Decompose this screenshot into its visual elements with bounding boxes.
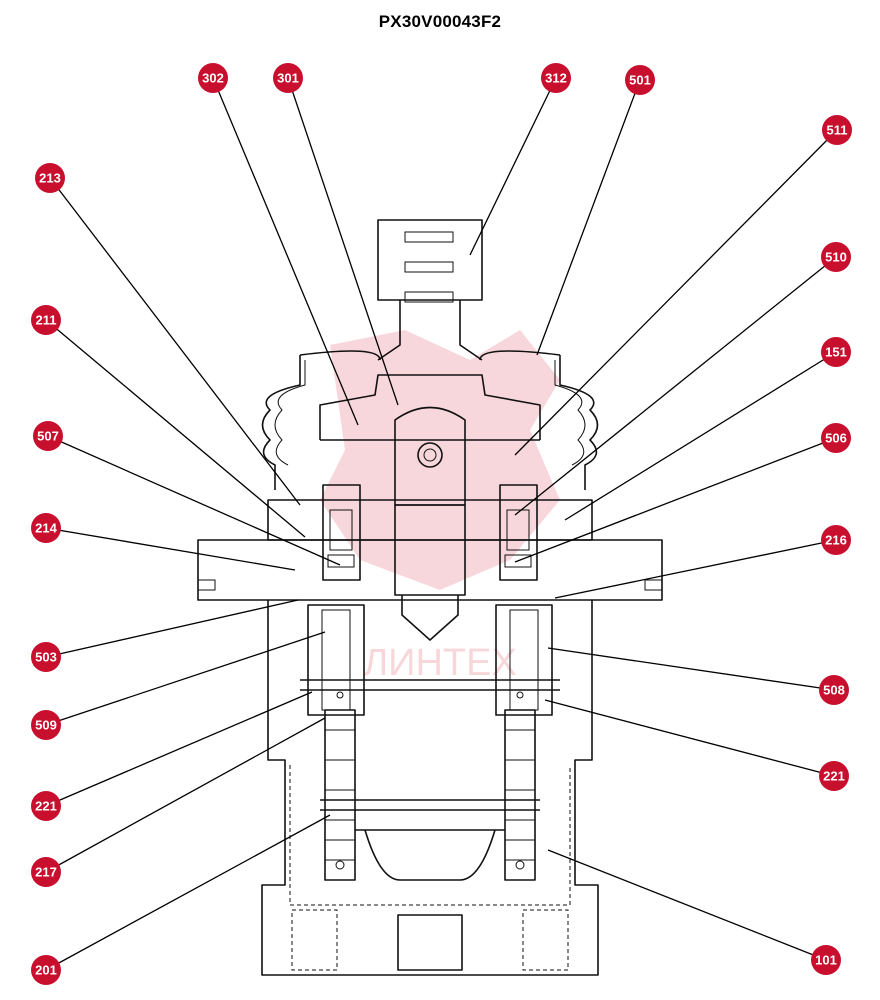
part-label: 101 [815, 953, 837, 968]
part-badge-312[interactable]: 312 [541, 63, 571, 93]
part-label: 151 [825, 345, 847, 360]
part-badge-501[interactable]: 501 [625, 65, 655, 95]
part-label: 221 [35, 799, 57, 814]
part-label: 501 [629, 73, 651, 88]
part-badge-510[interactable]: 510 [821, 242, 851, 272]
leader-lines [45, 77, 838, 971]
part-badge-201[interactable]: 201 [31, 955, 61, 985]
drawing-title: PX30V00043F2 [378, 12, 502, 31]
part-badge-213[interactable]: 213 [35, 163, 65, 193]
part-badge-211[interactable]: 211 [31, 305, 61, 335]
part-badge-503[interactable]: 503 [31, 642, 61, 672]
part-label: 302 [202, 71, 224, 86]
part-badge-301[interactable]: 301 [273, 63, 303, 93]
part-badge-509[interactable]: 509 [31, 710, 61, 740]
part-label: 510 [825, 250, 847, 265]
part-badge-214[interactable]: 214 [31, 513, 61, 543]
part-badge-506[interactable]: 506 [821, 423, 851, 453]
part-label: 211 [36, 313, 57, 328]
part-label: 511 [827, 123, 848, 138]
part-badge-221-left[interactable]: 221 [31, 791, 61, 821]
watermark-text: ЛИНТЕХ [363, 642, 517, 684]
part-label: 503 [35, 650, 57, 665]
part-label: 509 [35, 718, 57, 733]
part-badge-151[interactable]: 151 [821, 337, 851, 367]
part-label: 506 [825, 431, 847, 446]
part-badge-216[interactable]: 216 [821, 525, 851, 555]
part-badge-217[interactable]: 217 [31, 857, 61, 887]
part-label: 213 [39, 171, 61, 186]
part-badge-511[interactable]: 511 [822, 115, 852, 145]
part-badge-101[interactable]: 101 [811, 945, 841, 975]
part-label: 214 [35, 521, 57, 536]
part-badge-507[interactable]: 507 [33, 421, 63, 451]
part-label: 216 [825, 533, 847, 548]
part-label: 312 [545, 71, 567, 86]
valve-body [197, 219, 663, 976]
part-label: 508 [823, 683, 845, 698]
part-label: 507 [37, 429, 59, 444]
part-label: 301 [277, 71, 299, 86]
part-label: 221 [823, 769, 845, 784]
part-badge-221-right[interactable]: 221 [819, 761, 849, 791]
part-label: 217 [35, 865, 57, 880]
part-label: 201 [35, 963, 57, 978]
part-badge-508[interactable]: 508 [819, 675, 849, 705]
part-badge-302[interactable]: 302 [198, 63, 228, 93]
